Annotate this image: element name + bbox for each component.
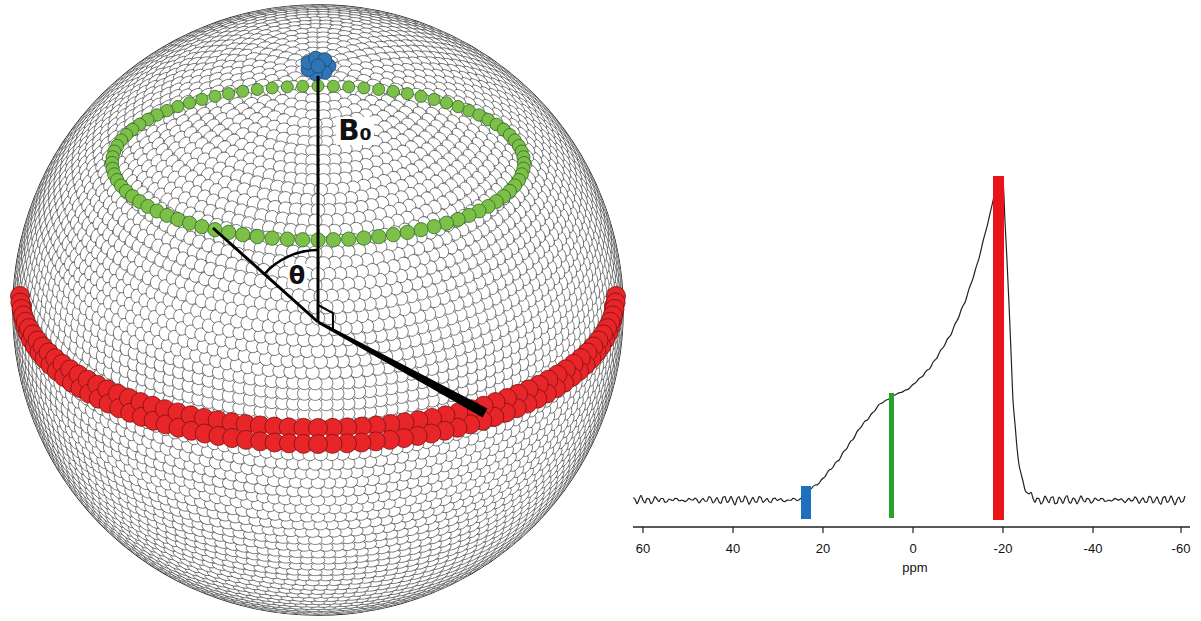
illustration	[0, 0, 1201, 621]
figure-stage: B₀θ6040200-20-40-60ppm	[0, 0, 1201, 621]
